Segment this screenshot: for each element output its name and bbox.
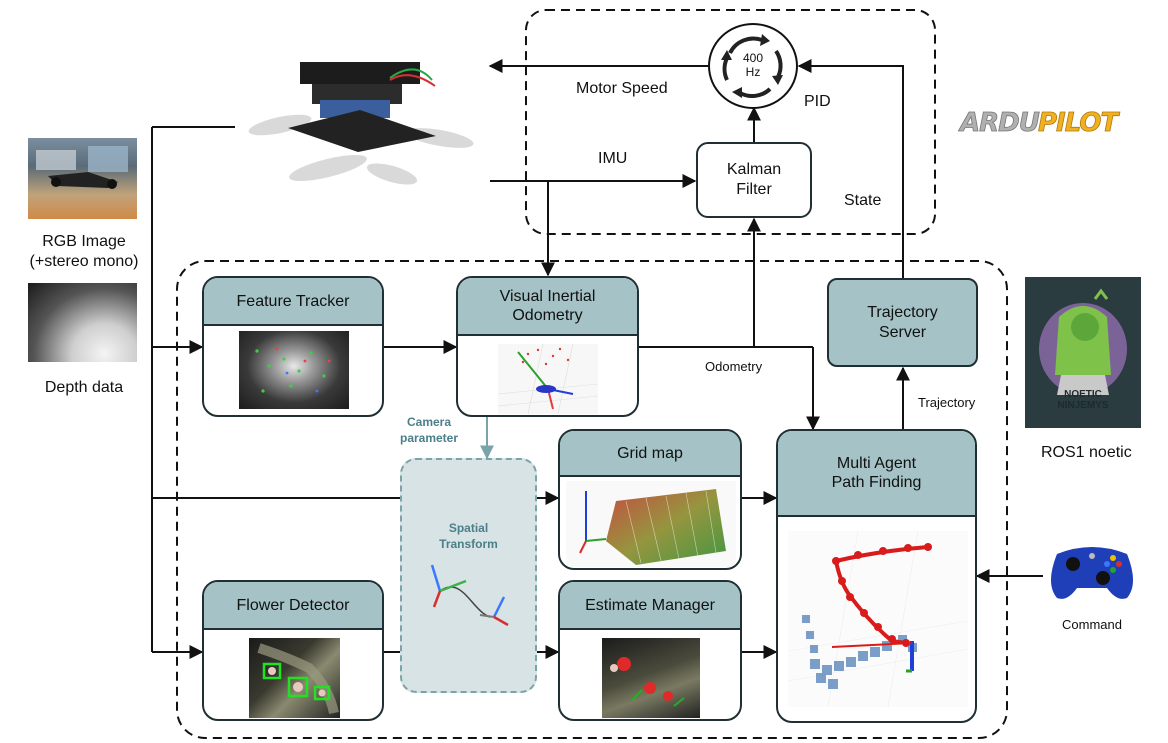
ardupilot-logo: ARDU PILOT [958,104,1138,139]
flower-detections-icon [257,643,339,715]
mapf-image [788,531,968,707]
vio-block: Visual Inertial Odometry [456,276,639,417]
ros-logo-wordmark: NOETIC NINJEMYS [1057,389,1109,411]
flight-controller-group [525,9,936,235]
flower-detector-block: Flower Detector [202,580,384,721]
rgb-image-label: RGB Image (+stereo mono) [29,233,139,270]
feature-tracker-title: Feature Tracker [204,278,382,326]
camera-parameter-label: Camera parameter [399,415,459,445]
depth-image-thumbnail [28,283,137,362]
onboard-computer-group [176,260,1008,739]
grid-map-title: Grid map [560,431,740,477]
noetic-ninjemys-turtle-icon [1039,288,1127,395]
rgb-image-thumbnail [28,138,137,219]
command-label: Command [1062,617,1122,632]
pid-rate-label: 400 Hz [742,51,764,79]
path-planning-icon [788,531,968,707]
ros-noetic-label: ROS1 noetic [1041,444,1132,461]
spatial-transform-title: Spatial Transform [439,521,498,551]
pid-label: PID [804,93,831,110]
depth-data-label: Depth data [44,379,124,396]
voxel-grid-icon [579,489,726,565]
feature-tracker-image [239,331,349,409]
estimate-manager-image [602,638,700,718]
vio-pose-icon [498,344,598,414]
pid-controller: 400 Hz [708,23,798,109]
ros-noetic-logo: NOETIC NINJEMYS [1025,277,1141,428]
gamepad-image [1047,536,1137,606]
trajectory-server-block: Trajectory Server [827,278,978,367]
feature-points-icon [255,347,331,393]
drone-icon [248,62,474,185]
odometry-label: Odometry [705,359,763,374]
svg-text:PILOT: PILOT [1038,108,1120,138]
mapf-title: Multi Agent Path Finding [778,431,975,517]
svg-text:ARDU: ARDU [958,108,1040,138]
mapf-block: Multi Agent Path Finding [776,429,977,723]
estimate-manager-title: Estimate Manager [560,582,740,630]
grid-map-image [566,481,736,567]
rgb-scene-icon [36,146,128,189]
coordinate-frames-icon [430,564,509,627]
vio-title: Visual Inertial Odometry [458,278,637,336]
state-label: State [844,192,882,209]
estimate-manager-block: Estimate Manager [558,580,742,721]
gamepad-icon [1051,547,1133,599]
feature-tracker-block: Feature Tracker [202,276,384,417]
pid-cycle-icon [721,34,783,99]
flower-estimates-icon [610,657,685,707]
kalman-filter-block: Kalman Filter [696,142,812,218]
grid-map-block: Grid map [558,429,742,570]
trajectory-label: Trajectory [918,395,976,410]
flower-detector-image [249,638,340,718]
ardupilot-wordmark: ARDU PILOT [958,108,1122,139]
drone-image [240,50,480,190]
spatial-transform-block: Spatial Transform [400,458,537,693]
vio-image [498,344,598,414]
motor-speed-label: Motor Speed [576,80,668,97]
state-to-pid-arrow [797,59,904,278]
flower-detector-title: Flower Detector [204,582,382,630]
imu-label: IMU [598,150,628,167]
